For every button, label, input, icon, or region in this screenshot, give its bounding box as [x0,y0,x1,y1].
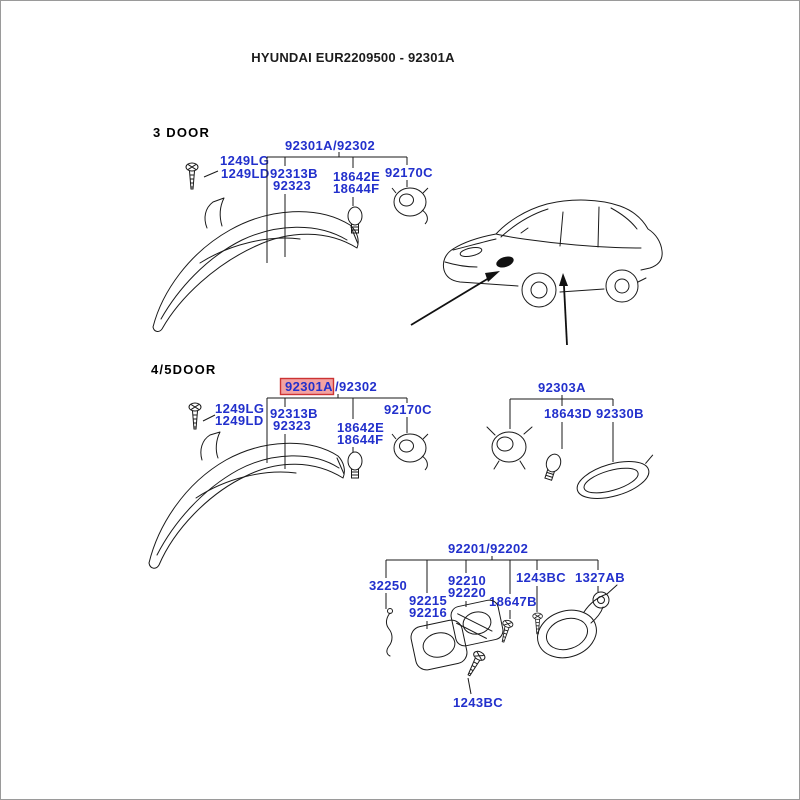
section-45door-heading: 4/5DOOR [151,362,216,377]
label-fog-92215[interactable]: 92215 [409,593,447,608]
fog-housing-drawing [410,619,468,671]
leader-lines-92303a [509,395,614,462]
label-fog-92220[interactable]: 92220 [448,585,486,600]
label-3d-1249ld[interactable]: 1249LD [221,166,270,181]
leader-lines-3door [203,152,408,263]
bulb-socket-icon [391,187,429,225]
label-45d-18644f[interactable]: 18644F [337,432,384,447]
headlamp-3door-drawing [152,197,359,332]
label-fog-32250[interactable]: 32250 [369,578,407,593]
label-45d-92303a[interactable]: 92303A [538,380,586,395]
section-3door-heading: 3 DOOR [153,125,210,140]
headlamp-45door-drawing [148,431,345,569]
label-3d-18642e[interactable]: 18642E [333,169,380,184]
label-fog-assembly[interactable]: 92201/92202 [448,541,528,556]
bolt-18647b-icon [497,618,515,644]
car-drawing [442,199,663,308]
label-fog-18647b[interactable]: 18647B [489,594,537,609]
side-repeater-drawing [576,454,654,499]
screw-icon [185,162,199,190]
label-3d-92323[interactable]: 92323 [273,178,311,193]
fog-lens-drawing [450,599,504,647]
socket-92303a-drawing [486,426,533,470]
label-45d-18642e[interactable]: 18642E [337,420,384,435]
leader-lines-45door [202,394,408,469]
fog-lamp-unit-drawing [537,593,608,659]
hook-32250-drawing [386,608,393,657]
fog-bulb-socket-drawing [592,584,618,609]
label-fog-1243bc-bottom[interactable]: 1243BC [453,695,503,710]
label-3d-92313b[interactable]: 92313B [270,166,318,181]
screw-1243bc-icon [532,612,543,635]
label-fog-1327ab[interactable]: 1327AB [575,570,625,585]
label-fog-1243bc-top[interactable]: 1243BC [516,570,566,585]
label-3d-18644f[interactable]: 18644F [333,181,380,196]
bulb-icon [347,206,363,234]
label-45d-1249lg[interactable]: 1249LG [215,401,264,416]
bulb-socket-icon [391,433,429,471]
label-fog-92216[interactable]: 92216 [409,605,447,620]
label-45d-92323[interactable]: 92323 [273,418,311,433]
label-fog-92210[interactable]: 92210 [448,573,486,588]
label-3d-assembly[interactable]: 92301A/92302 [285,138,375,153]
label-3d-1249lg[interactable]: 1249LG [220,153,269,168]
screw-icon [188,402,202,430]
highlight-box-92301a [279,377,335,396]
bulb-icon [347,451,363,479]
label-45d-1249ld[interactable]: 1249LD [215,413,264,428]
pointer-arrows [410,271,568,346]
label-45d-18643d[interactable]: 18643D [544,406,592,421]
leader-lines-fog [385,556,599,695]
label-45d-92330b[interactable]: 92330B [596,406,644,421]
page-title: HYUNDAI EUR2209500 - 92301A [251,50,455,65]
label-45d-assembly-rest[interactable]: /92302 [335,379,377,394]
label-3d-92170c[interactable]: 92170C [385,165,433,180]
label-45d-92313b[interactable]: 92313B [270,406,318,421]
label-45d-92170c[interactable]: 92170C [384,402,432,417]
label-45d-assembly-highlighted[interactable]: 92301A [285,379,333,394]
bulb-18643d-icon [541,451,564,482]
